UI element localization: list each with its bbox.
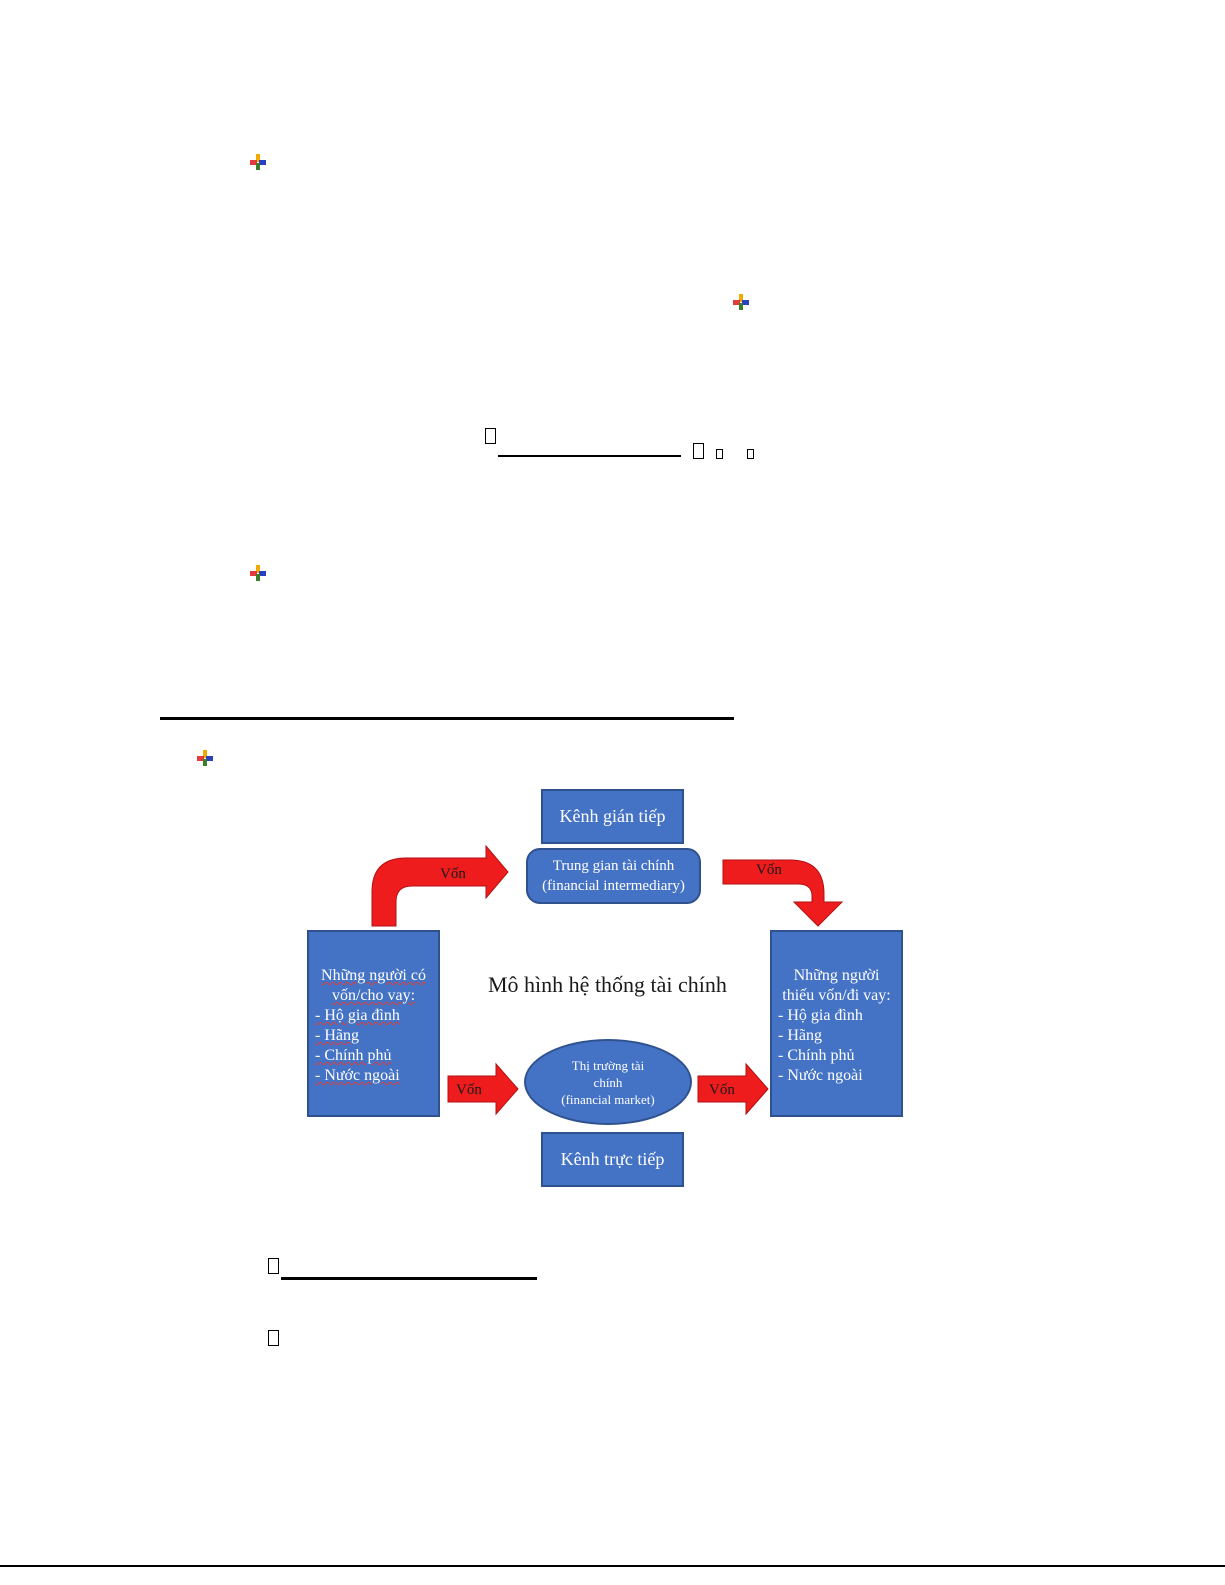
intermediary-line2: (financial intermediary): [542, 878, 685, 894]
arrow-label-vốn: Vốn: [440, 866, 466, 882]
lenders-title-line1: Những người có: [321, 967, 426, 984]
underline-rule: [281, 1277, 537, 1280]
market-line1: Thị trường tài: [571, 1057, 645, 1073]
market-line2: chính: [593, 1074, 623, 1090]
missing-glyph-icon: [485, 428, 496, 444]
indirect-channel-label: Kênh gián tiếp: [559, 806, 666, 826]
borrowers-item: - Hộ gia đình: [778, 1007, 863, 1024]
direct-channel-label: Kênh trực tiếp: [560, 1149, 665, 1169]
missing-glyph-icon: [268, 1330, 279, 1346]
lenders-item: - Nước ngoài: [315, 1067, 400, 1084]
section-rule: [160, 717, 734, 720]
borrowers-title-line2: thiếu vốn/đi vay:: [782, 987, 891, 1004]
bullet-icon: [197, 750, 213, 766]
indirect-channel-box: Kênh gián tiếp: [541, 789, 684, 844]
borrowers-title-line1: Những người: [793, 967, 880, 984]
missing-glyph-icon: [693, 443, 704, 459]
arrow-market-to-borrowers: [697, 1062, 769, 1116]
arrow-lenders-to-market: [447, 1062, 519, 1116]
page-bottom-rule: [0, 1565, 1225, 1567]
borrowers-item: - Nước ngoài: [778, 1067, 863, 1084]
borrowers-item: - Hãng: [778, 1027, 822, 1044]
lenders-item: - Hãng: [315, 1027, 359, 1044]
bullet-icon: [250, 154, 266, 170]
market-line3: (financial market): [561, 1091, 655, 1107]
arrow-label-vốn: Vốn: [456, 1082, 482, 1098]
intermediary-line1: Trung gian tài chính: [552, 858, 675, 874]
arrows-layer: Vốn Vốn Vốn Vốn: [371, 844, 844, 1116]
arrow-label-vốn: Vốn: [709, 1082, 735, 1098]
intermediary-box: Trung gian tài chính (financial intermed…: [526, 848, 701, 904]
arrow-label-vốn: Vốn: [756, 862, 782, 878]
underline-rule: [498, 455, 681, 457]
lenders-box: Những người có vốn/cho vay: - Hộ gia đìn…: [307, 930, 440, 1117]
lenders-item: - Hộ gia đình: [315, 1007, 400, 1024]
missing-glyph-icon: [747, 449, 754, 459]
market-ellipse: Thị trường tài chính (financial market): [524, 1039, 692, 1125]
bullet-icon: [250, 565, 266, 581]
arrow-lenders-to-intermediary: [371, 844, 509, 927]
lenders-item: - Chính phủ: [315, 1047, 392, 1064]
bullet-icon: [733, 294, 749, 310]
missing-glyph-icon: [716, 449, 723, 459]
lenders-title-line2: vốn/cho vay:: [331, 987, 416, 1004]
borrowers-box: Những người thiếu vốn/đi vay: - Hộ gia đ…: [770, 930, 903, 1117]
direct-channel-box: Kênh trực tiếp: [541, 1132, 684, 1187]
arrow-intermediary-to-borrowers: [722, 859, 844, 927]
diagram-title: Mô hình hệ thống tài chính: [488, 972, 727, 997]
missing-glyph-icon: [268, 1258, 279, 1274]
borrowers-item: - Chính phủ: [778, 1047, 855, 1064]
